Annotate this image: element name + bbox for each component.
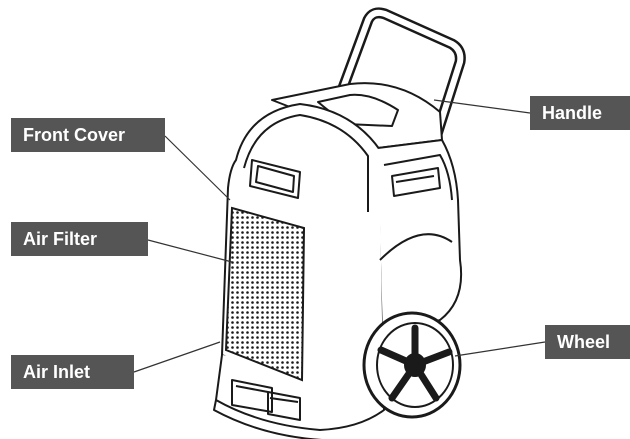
callout-front-cover: Front Cover (11, 118, 165, 152)
air-filter-grille (226, 208, 304, 380)
callout-wheel: Wheel (545, 325, 630, 359)
leader-wheel (455, 342, 545, 356)
leader-air-filter (148, 240, 232, 262)
wheel-drawing (364, 313, 460, 417)
callout-air-filter: Air Filter (11, 222, 148, 256)
callout-air-inlet: Air Inlet (11, 355, 134, 389)
leader-air-inlet (134, 342, 220, 372)
leader-front-cover (165, 136, 230, 200)
callout-handle: Handle (530, 96, 630, 130)
